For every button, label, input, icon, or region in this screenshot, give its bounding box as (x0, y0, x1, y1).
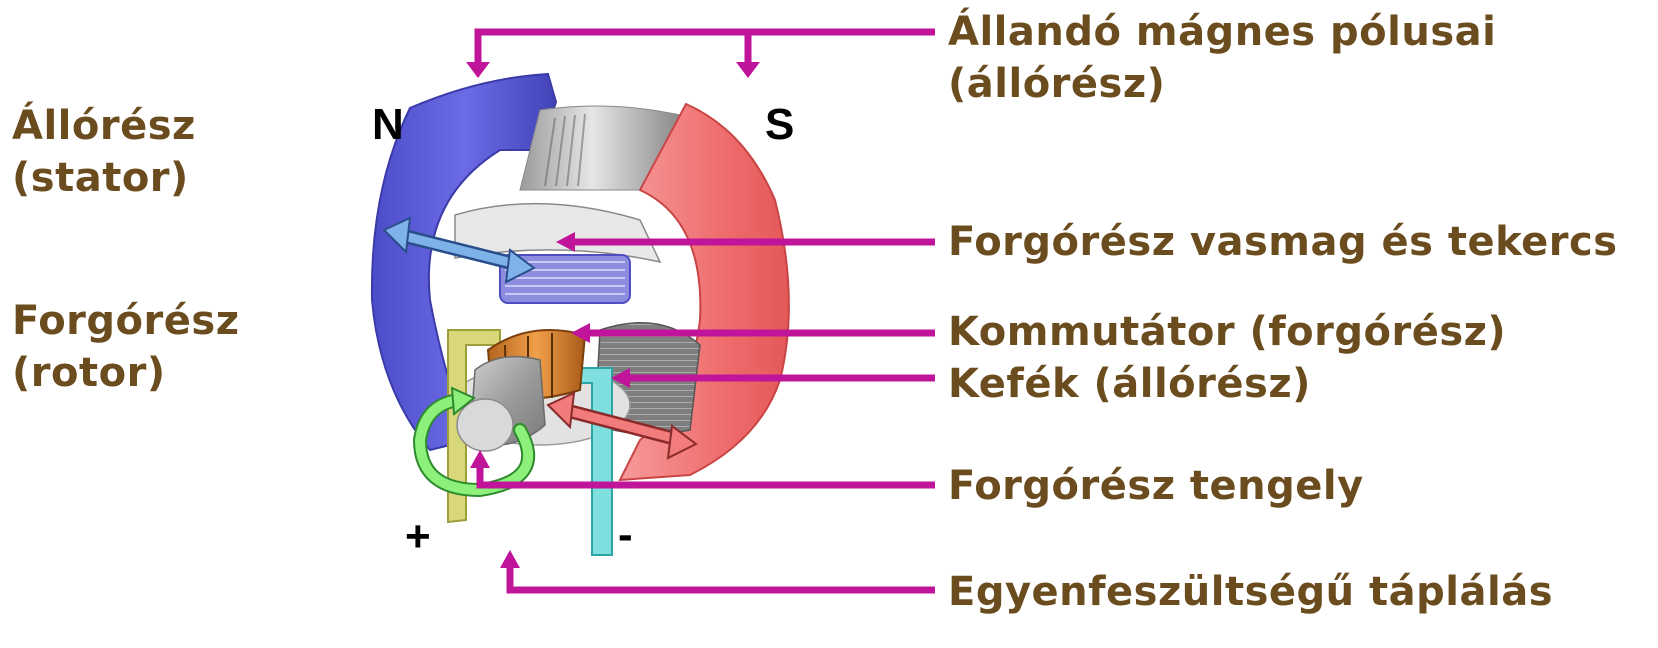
supply-callout: Egyenfeszültségű táplálás (948, 566, 1553, 618)
plus-terminal-label: + (405, 512, 431, 562)
callout-line-supply (510, 568, 935, 590)
south-pole-label: S (765, 100, 794, 150)
north-pole-label: N (372, 100, 404, 150)
callout-line-magnet (478, 32, 935, 62)
minus-terminal-label: - (618, 510, 633, 560)
magnet-poles-callout-line2: (állórész) (948, 58, 1496, 110)
brushes-callout: Kefék (állórész) (948, 358, 1311, 410)
shaft-callout: Forgórész tengely (948, 460, 1364, 512)
rotor-core-callout: Forgórész vasmag és tekercs (948, 216, 1618, 268)
shaft-end (457, 399, 513, 451)
commutator-callout: Kommutátor (forgórész) (948, 306, 1506, 358)
callout-line-shaft (480, 468, 935, 485)
magnet-poles-callout-line1: Állandó mágnes pólusai (948, 6, 1496, 58)
magnet-poles-callout: Állandó mágnes pólusai (állórész) (948, 6, 1496, 110)
